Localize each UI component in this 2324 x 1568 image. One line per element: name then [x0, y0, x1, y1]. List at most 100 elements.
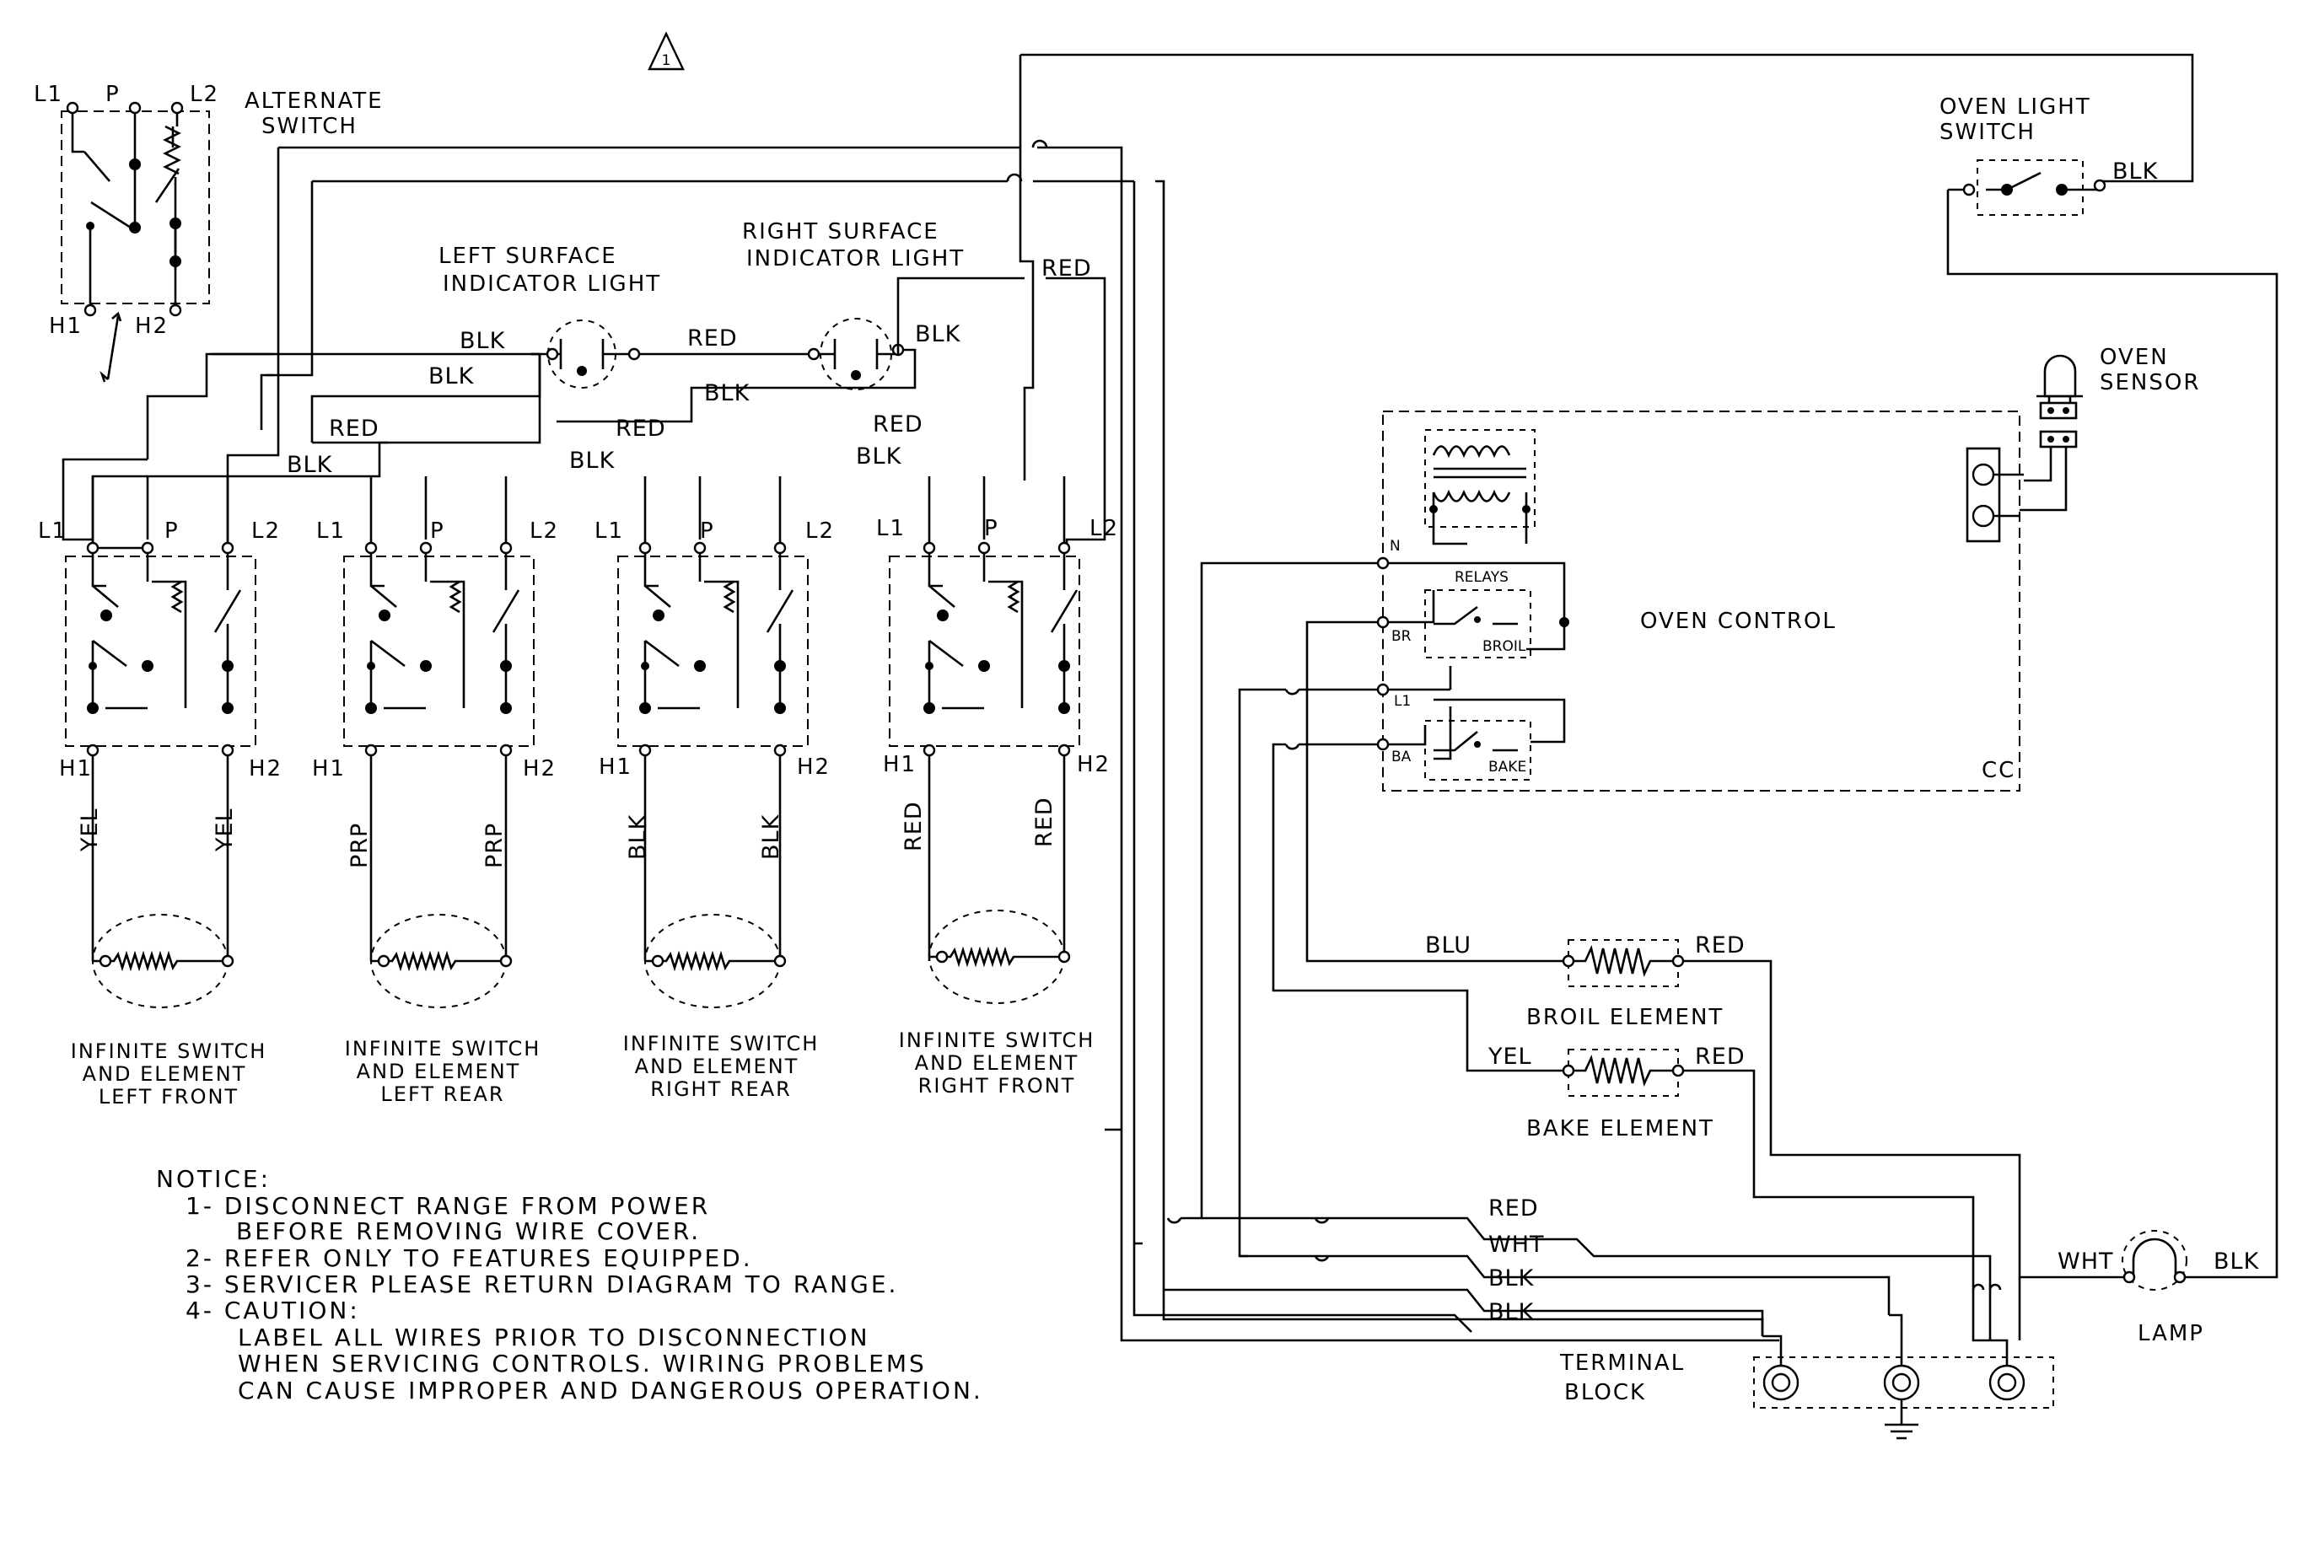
surface-unit-right-front: L1 P L2 H1 H2 RED RED INFINITE SWITCH AN… — [876, 476, 1117, 1098]
oven-sensor: OVEN SENSOR — [2020, 345, 2200, 512]
svg-text:RED: RED — [687, 325, 738, 352]
svg-text:L1: L1 — [876, 516, 906, 541]
svg-text:SWITCH: SWITCH — [261, 114, 358, 139]
terminal-block: TERMINAL BLOCK — [1559, 1283, 2054, 1440]
oven-wiring — [1132, 561, 1992, 1336]
svg-text:L1: L1 — [316, 518, 346, 544]
top-wire-labels: BLK BLK RED BLK RED BLK RED BLK RED BLK … — [287, 255, 1092, 478]
svg-text:H1: H1 — [49, 314, 83, 339]
oven-light-switch: OVEN LIGHT SWITCH BLK — [1939, 94, 2278, 1279]
svg-text:BAKE ELEMENT: BAKE ELEMENT — [1526, 1116, 1714, 1141]
svg-text:RIGHT REAR: RIGHT REAR — [650, 1077, 792, 1101]
svg-text:INFINITE SWITCH: INFINITE SWITCH — [345, 1037, 541, 1061]
svg-text:LEFT FRONT: LEFT FRONT — [99, 1085, 239, 1109]
svg-text:4- CAUTION:: 4- CAUTION: — [186, 1297, 360, 1324]
svg-text:INFINITE SWITCH: INFINITE SWITCH — [71, 1039, 267, 1063]
svg-text:CAN CAUSE IMPROPER AND DANGERO: CAN CAUSE IMPROPER AND DANGEROUS OPERATI… — [238, 1377, 983, 1404]
svg-text:H2: H2 — [523, 756, 557, 781]
svg-text:AND ELEMENT: AND ELEMENT — [357, 1060, 521, 1083]
svg-text:P: P — [105, 82, 121, 107]
svg-text:BAKE: BAKE — [1488, 759, 1526, 776]
svg-text:INDICATOR LIGHT: INDICATOR LIGHT — [746, 246, 965, 271]
left-surface-indicator-light: LEFT SURFACE INDICATOR LIGHT — [438, 244, 659, 389]
svg-text:AND ELEMENT: AND ELEMENT — [83, 1062, 247, 1086]
svg-text:L2: L2 — [251, 518, 281, 544]
revision-mark: 1 — [648, 31, 685, 71]
svg-text:RED: RED — [1031, 797, 1057, 847]
svg-text:1: 1 — [662, 52, 671, 69]
svg-text:BLK: BLK — [569, 448, 616, 474]
svg-text:RED: RED — [1695, 932, 1746, 959]
svg-text:TERMINAL: TERMINAL — [1559, 1351, 1685, 1376]
svg-text:H1: H1 — [312, 756, 346, 781]
svg-text:L2: L2 — [530, 518, 559, 544]
top-bus-wiring — [62, 53, 2194, 1342]
svg-text:BA: BA — [1391, 749, 1412, 765]
svg-text:YEL: YEL — [212, 808, 238, 852]
svg-text:L2: L2 — [805, 518, 835, 544]
svg-text:SWITCH: SWITCH — [1939, 120, 2036, 145]
svg-text:RED: RED — [873, 411, 923, 438]
svg-text:ALTERNATE: ALTERNATE — [245, 89, 384, 114]
svg-text:NOTICE:: NOTICE: — [156, 1165, 271, 1193]
svg-text:L2: L2 — [190, 82, 219, 107]
svg-text:1- DISCONNECT RANGE FROM POWER: 1- DISCONNECT RANGE FROM POWER — [186, 1192, 710, 1220]
svg-text:RED: RED — [901, 801, 927, 851]
svg-text:RED: RED — [1488, 1195, 1539, 1222]
svg-text:PRP: PRP — [347, 823, 373, 868]
svg-text:RED: RED — [329, 416, 379, 442]
svg-text:AND ELEMENT: AND ELEMENT — [915, 1051, 1079, 1075]
svg-text:BEFORE REMOVING WIRE COVER.: BEFORE REMOVING WIRE COVER. — [236, 1217, 701, 1245]
svg-text:H1: H1 — [59, 756, 93, 781]
indicator-wiring — [278, 277, 1106, 548]
svg-text:H2: H2 — [249, 756, 282, 781]
oven-lamp: WHT BLK LAMP — [2020, 1230, 2260, 1346]
svg-text:BLK: BLK — [1488, 1299, 1535, 1325]
svg-text:BLK: BLK — [704, 380, 750, 406]
svg-text:3- SERVICER PLEASE RETURN DIAG: 3- SERVICER PLEASE RETURN DIAGRAM TO RAN… — [186, 1270, 898, 1298]
svg-text:P: P — [164, 518, 180, 544]
svg-text:L1: L1 — [594, 518, 624, 544]
svg-text:LEFT SURFACE: LEFT SURFACE — [438, 244, 617, 269]
svg-text:H2: H2 — [1077, 752, 1111, 777]
right-surface-indicator-light: RIGHT SURFACE INDICATOR LIGHT — [742, 219, 965, 390]
svg-text:H2: H2 — [797, 754, 831, 780]
svg-text:RED: RED — [1695, 1044, 1746, 1070]
svg-text:H1: H1 — [599, 754, 632, 780]
surface-unit-left-rear: L1 P L2 H1 H2 PRP PRP INFINITE SWITCH AN… — [312, 476, 559, 1106]
broil-element: BLU RED BROIL ELEMENT — [1425, 932, 2021, 1290]
svg-text:H1: H1 — [883, 752, 917, 777]
svg-text:BLK: BLK — [758, 814, 784, 860]
svg-text:RED: RED — [616, 416, 666, 442]
svg-text:SENSOR: SENSOR — [2100, 370, 2200, 395]
bottom-wire-labels: RED WHT BLK BLK — [1488, 1195, 1544, 1325]
svg-text:BR: BR — [1391, 628, 1412, 645]
svg-text:BLK: BLK — [856, 443, 902, 470]
svg-text:H2: H2 — [135, 314, 169, 339]
svg-text:BLK: BLK — [915, 321, 961, 347]
svg-text:BLK: BLK — [625, 814, 651, 860]
notice-text: NOTICE: 1- DISCONNECT RANGE FROM POWER B… — [156, 1165, 983, 1404]
svg-text:AND ELEMENT: AND ELEMENT — [635, 1055, 799, 1078]
svg-text:P: P — [700, 518, 715, 544]
svg-text:N: N — [1390, 538, 1401, 555]
svg-text:P: P — [430, 518, 445, 544]
svg-text:RED: RED — [1041, 255, 1092, 282]
svg-text:BROIL ELEMENT: BROIL ELEMENT — [1526, 1005, 1724, 1030]
svg-text:LAMP: LAMP — [2138, 1321, 2204, 1346]
svg-text:BROIL: BROIL — [1482, 638, 1526, 655]
surface-unit-right-rear: L1 P L2 H1 H2 BLK BLK INFINITE SWITCH AN… — [594, 476, 835, 1101]
svg-text:OVEN CONTROL: OVEN CONTROL — [1640, 609, 1837, 634]
svg-text:BLU: BLU — [1425, 932, 1471, 959]
svg-text:BLK: BLK — [2214, 1248, 2260, 1275]
svg-text:OVEN: OVEN — [2100, 345, 2169, 370]
svg-text:BLOCK: BLOCK — [1564, 1380, 1646, 1405]
svg-text:WHT: WHT — [2058, 1248, 2114, 1275]
svg-text:OVEN LIGHT: OVEN LIGHT — [1939, 94, 2091, 120]
svg-text:BLK: BLK — [1488, 1265, 1535, 1291]
svg-text:RIGHT SURFACE: RIGHT SURFACE — [742, 219, 939, 244]
svg-text:RELAYS: RELAYS — [1455, 569, 1509, 586]
svg-text:BLK: BLK — [460, 328, 506, 354]
svg-text:PRP: PRP — [481, 823, 508, 868]
